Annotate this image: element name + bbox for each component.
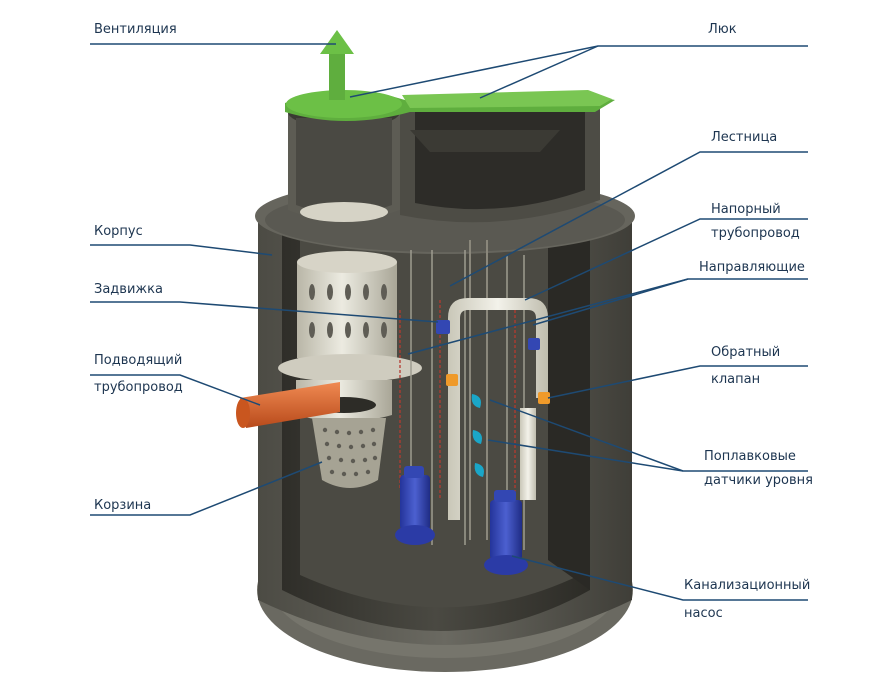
- vent-lid: [286, 90, 402, 118]
- label-sewage-pump-line2: насос: [684, 606, 723, 621]
- label-guides: Направляющие: [699, 260, 805, 275]
- label-sewage-pump-line1: Канализационный: [684, 578, 811, 593]
- sewage-pump-right: [484, 490, 528, 575]
- label-body: Корпус: [94, 224, 143, 239]
- label-float-sensors-line1: Поплавковые: [704, 449, 796, 464]
- label-check-valve-line2: клапан: [711, 372, 761, 387]
- label-check-valve-line1: Обратный: [711, 345, 781, 360]
- label-inlet-pipe-line2: трубопровод: [94, 380, 183, 395]
- leader-basket: [90, 461, 323, 516]
- basket-cylinder: [297, 262, 397, 366]
- label-ventilation: Вентиляция: [94, 22, 177, 37]
- gate-valve: [436, 320, 450, 334]
- leader-check-valve: [547, 365, 808, 399]
- label-float-sensors-line2: датчики уровня: [704, 473, 813, 488]
- check-valve: [446, 374, 458, 386]
- label-basket: Корзина: [94, 498, 152, 513]
- leader-body: [90, 244, 273, 256]
- ladder: [469, 240, 488, 540]
- arrow-up-icon: [320, 30, 354, 100]
- leader-ladder: [449, 151, 808, 287]
- inlet-pipe: [240, 382, 340, 428]
- pressure-pipe: [448, 298, 548, 520]
- leader-pressure-pipe: [524, 218, 808, 301]
- label-pressure-pipe-line2: трубопровод: [711, 226, 800, 241]
- sewage-pump-left: [395, 466, 435, 545]
- leader-gate-valve: [90, 301, 439, 323]
- leader-inlet-pipe: [90, 374, 261, 406]
- label-inlet-pipe-line1: Подводящий: [94, 353, 183, 368]
- label-hatch: Люк: [708, 22, 737, 37]
- label-ladder: Лестница: [711, 130, 778, 145]
- label-gate-valve: Задвижка: [94, 282, 163, 297]
- float-sensors: [471, 394, 484, 477]
- leader-sewage-pump: [511, 555, 808, 601]
- label-pressure-pipe-line1: Напорный: [711, 202, 781, 217]
